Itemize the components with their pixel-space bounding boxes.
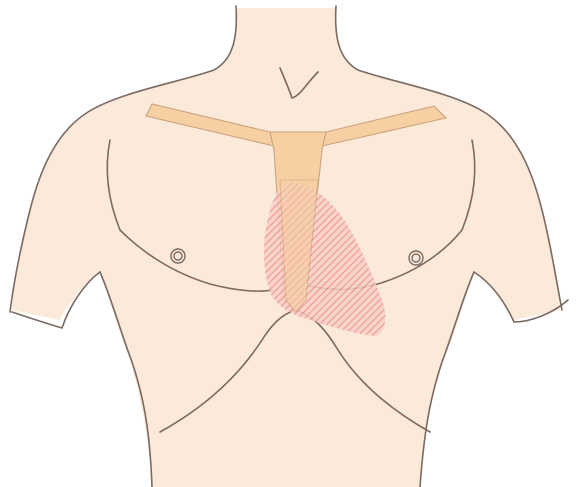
diagram-canvas bbox=[0, 0, 582, 487]
chest-anatomy-illustration bbox=[0, 0, 582, 487]
